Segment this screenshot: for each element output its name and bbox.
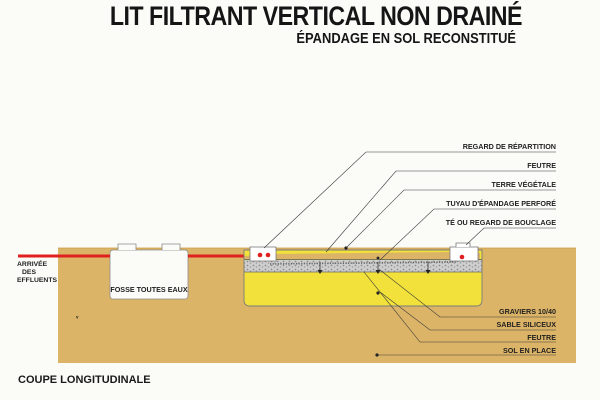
label-sable-siliceux: SABLE SILICEUX [496, 320, 556, 329]
label-graviers: GRAVIERS 10/40 [499, 307, 556, 316]
leader-terre-vegetale [345, 189, 556, 249]
leader-dot-pipe [376, 256, 380, 260]
soil-mark: ᵥ [75, 313, 79, 320]
tank-label: FOSSE TOUTES EAUX [110, 285, 188, 294]
distribution-box-outlet [265, 252, 271, 258]
flow-arrowhead-1 [317, 270, 323, 274]
inlet-label-line-1: ARRIVÉE [17, 259, 48, 268]
distribution-box [249, 246, 277, 262]
label-regard-repartition: REGARD DE RÉPARTITION [463, 142, 556, 151]
looping-box-pipe [459, 254, 465, 260]
page-title: LIT FILTRANT VERTICAL NON DRAINÉ [109, 1, 523, 31]
tank-lid-left [117, 243, 137, 250]
leader-dot-soil [375, 353, 379, 357]
label-sol-en-place: SOL EN PLACE [503, 346, 556, 355]
septic-tank [109, 249, 189, 300]
leader-tuyau [379, 208, 556, 261]
tank-lid-right [161, 243, 181, 250]
leader-feutre-top [325, 170, 556, 253]
looping-box-lid [455, 242, 471, 247]
label-feutre-bottom: FEUTRE [527, 333, 556, 342]
looping-box [449, 246, 479, 262]
label-feutre-top: FEUTRE [527, 161, 556, 170]
label-terre-vegetale: TERRE VÉGÉTALE [491, 180, 556, 189]
label-tuyau-epandage: TUYAU D'ÉPANDAGE PERFORÉ [446, 199, 556, 208]
label-te-bouclage: TÉ OU REGARD DE BOUCLAGE [446, 218, 556, 227]
gravel-layer [244, 260, 482, 272]
flow-arrowhead-3 [425, 270, 431, 274]
topsoil-layer [244, 252, 480, 259]
page-subtitle: ÉPANDAGE EN SOL RECONSTITUÉ [296, 30, 516, 47]
flow-arrowhead-2 [375, 270, 381, 274]
leader-te-bouclage [465, 227, 556, 246]
inlet-label-line-2: DES [22, 269, 36, 276]
distribution-box-inlet [257, 252, 263, 258]
leader-dot-sand [376, 291, 380, 295]
diagram-caption: COUPE LONGITUDINALE [18, 374, 151, 386]
inlet-label-line-3: EFFLUENTS [17, 277, 57, 284]
leader-feutre-bottom [363, 271, 556, 343]
leader-graviers [379, 269, 556, 318]
leader-regard-repartition [263, 151, 556, 249]
leader-sable [379, 291, 556, 331]
